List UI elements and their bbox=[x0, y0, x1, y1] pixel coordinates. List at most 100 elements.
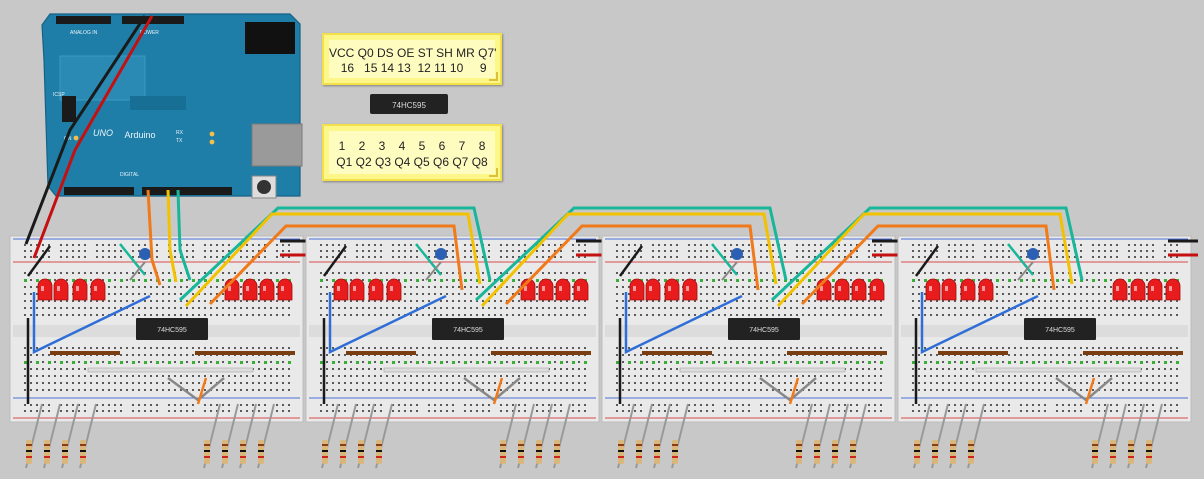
pin-note-bottom: 1 2 3 4 5 6 7 8 Q1 Q2 Q3 Q4 Q5 Q6 Q7 Q8 bbox=[322, 124, 502, 181]
led bbox=[277, 278, 293, 301]
led-highlight bbox=[945, 286, 948, 291]
reference-chip: 74HC595 bbox=[370, 94, 448, 114]
led bbox=[349, 278, 365, 301]
wire-yellow-arduino bbox=[166, 189, 178, 283]
resistor-band bbox=[1092, 444, 1098, 446]
jumper-wire bbox=[787, 351, 887, 355]
resistor-band bbox=[222, 450, 228, 452]
arduino-analog-label: ANALOG IN bbox=[70, 30, 98, 36]
resistor-band bbox=[796, 444, 802, 446]
resistor-band bbox=[62, 444, 68, 446]
led-highlight bbox=[228, 286, 231, 291]
led bbox=[37, 278, 53, 301]
note-resize-grip[interactable] bbox=[489, 168, 498, 177]
led-highlight bbox=[337, 286, 340, 291]
resistor-band bbox=[204, 444, 210, 446]
resistor-band bbox=[80, 444, 86, 446]
module-3: 74HC595 bbox=[601, 235, 902, 469]
led bbox=[851, 278, 867, 301]
note-resize-grip[interactable] bbox=[489, 72, 498, 81]
jumper-wire bbox=[975, 367, 1142, 373]
arduino-board: UNO Arduino ON TX RX ICSP DIGITAL ANALOG… bbox=[41, 13, 303, 199]
note-top-pin-names: VCC Q0 DS OE ST SH MR Q7' bbox=[329, 46, 497, 60]
wire-teal-arduino bbox=[176, 189, 192, 281]
jumper-wire bbox=[642, 351, 712, 355]
resistor-band bbox=[222, 444, 228, 446]
resistor-band bbox=[204, 450, 210, 452]
resistor-band bbox=[814, 444, 820, 446]
reference-chip-label: 74HC595 bbox=[392, 101, 426, 110]
wire-yellow-link bbox=[776, 212, 1074, 308]
wire-teal-link bbox=[770, 206, 1084, 302]
led-highlight bbox=[964, 286, 967, 291]
resistor-band bbox=[932, 456, 938, 458]
led-highlight bbox=[1134, 286, 1137, 291]
module-4: 74HC595 bbox=[897, 235, 1198, 469]
resistor-band bbox=[832, 450, 838, 452]
resistor-band bbox=[536, 450, 542, 452]
resistor-band bbox=[636, 456, 642, 458]
resistor-band bbox=[1146, 456, 1152, 458]
resistor-band bbox=[914, 456, 920, 458]
arduino-icsp-label: ICSP bbox=[53, 92, 65, 98]
wire-blue bbox=[624, 292, 743, 354]
shift-register-label: 74HC595 bbox=[749, 327, 779, 334]
resistor-band bbox=[618, 450, 624, 452]
led-highlight bbox=[57, 286, 60, 291]
wire-teal bbox=[415, 243, 442, 276]
note-bottom-pin-numbers: 1 2 3 4 5 6 7 8 bbox=[338, 139, 486, 153]
led bbox=[259, 278, 275, 301]
led bbox=[629, 278, 645, 301]
jumper-wire bbox=[1083, 351, 1183, 355]
resistor-band bbox=[258, 450, 264, 452]
resistor-band bbox=[1110, 450, 1116, 452]
wire-black bbox=[618, 245, 644, 277]
led-highlight bbox=[1169, 286, 1172, 291]
resistor-band bbox=[832, 444, 838, 446]
led-highlight bbox=[559, 286, 562, 291]
resistor-band bbox=[80, 450, 86, 452]
arduino-digital-label: DIGITAL bbox=[120, 172, 139, 178]
led bbox=[333, 278, 349, 301]
jumper-wire bbox=[346, 351, 416, 355]
arduino-power-label: POWER bbox=[140, 30, 159, 36]
led bbox=[645, 278, 661, 301]
resistor-band bbox=[618, 456, 624, 458]
resistor-band bbox=[950, 444, 956, 446]
led-highlight bbox=[94, 286, 97, 291]
led-highlight bbox=[577, 286, 580, 291]
arduino-name-label: Arduino bbox=[124, 130, 155, 140]
led-highlight bbox=[668, 286, 671, 291]
shift-register-label: 74HC595 bbox=[453, 327, 483, 334]
led-highlight bbox=[263, 286, 266, 291]
resistor-band bbox=[932, 450, 938, 452]
led-highlight bbox=[353, 286, 356, 291]
resistor-band bbox=[536, 456, 542, 458]
resistor-band bbox=[1092, 450, 1098, 452]
jumper-wire bbox=[50, 351, 120, 355]
resistor-band bbox=[62, 450, 68, 452]
shift-register-chip bbox=[432, 318, 504, 340]
led-highlight bbox=[929, 286, 932, 291]
resistor-band bbox=[654, 456, 660, 458]
resistor-band bbox=[340, 444, 346, 446]
pin-note-top: VCC Q0 DS OE ST SH MR Q7' 16 15 14 13 12… bbox=[322, 33, 502, 85]
resistor-band bbox=[850, 450, 856, 452]
resistor-band bbox=[814, 450, 820, 452]
resistor-band bbox=[44, 444, 50, 446]
jumper-wire bbox=[195, 351, 295, 355]
shift-register-chip bbox=[1024, 318, 1096, 340]
led bbox=[925, 278, 941, 301]
resistor-band bbox=[796, 450, 802, 452]
wire-teal bbox=[119, 243, 146, 276]
resistor-band bbox=[26, 456, 32, 458]
arduino-tx-label: TX bbox=[176, 138, 183, 144]
resistor-band bbox=[618, 444, 624, 446]
note-bottom-pin-names: Q1 Q2 Q3 Q4 Q5 Q6 Q7 Q8 bbox=[336, 155, 488, 169]
resistor-band bbox=[914, 444, 920, 446]
led-highlight bbox=[838, 286, 841, 291]
led-highlight bbox=[1116, 286, 1119, 291]
wire-teal bbox=[1007, 243, 1034, 276]
led-highlight bbox=[1151, 286, 1154, 291]
